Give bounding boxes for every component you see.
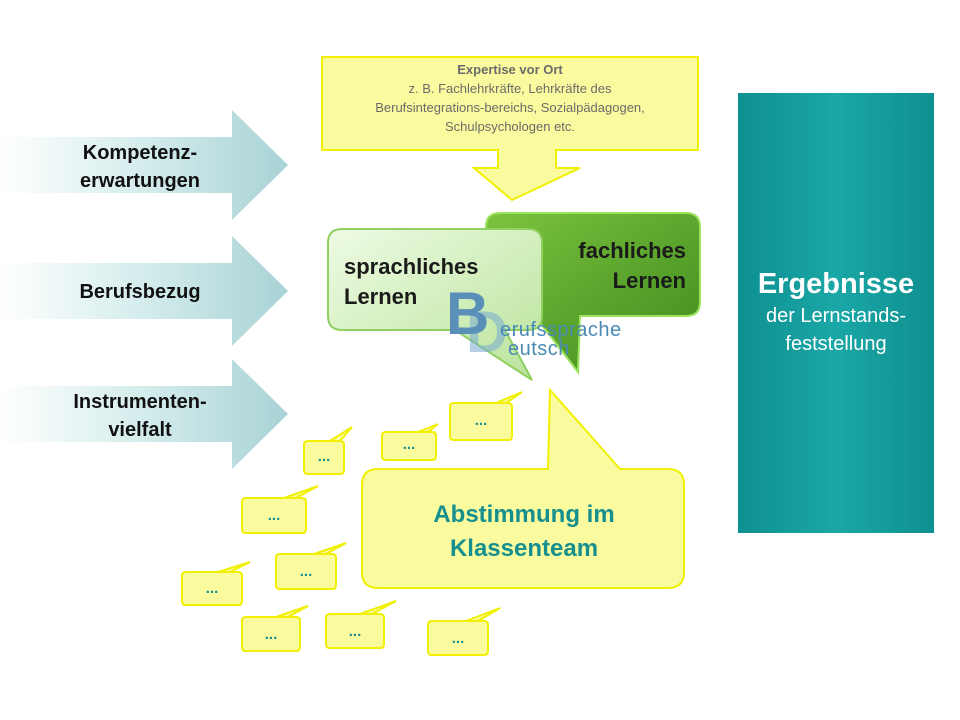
small-bubble-5 (275, 542, 347, 590)
arrow-instrumentenvielfalt (0, 359, 288, 469)
bubble-sprachliches-lernen (327, 228, 543, 381)
result-subtitle: der Lernstands- feststellung (765, 305, 907, 355)
arrow-berufsbezug (0, 236, 288, 346)
small-bubble-9 (427, 607, 501, 656)
small-bubble-dots-9: ... (451, 630, 465, 647)
arrow-kompetenzerwartungen (0, 110, 288, 220)
small-bubble-dots-4: ... (267, 507, 281, 524)
small-bubble-1 (449, 391, 523, 441)
small-bubble-6 (181, 561, 251, 606)
fachliches-lernen-text: fachliches Lernen (578, 238, 686, 293)
small-bubble-4 (241, 485, 319, 534)
label-instrumentenvielfalt: Instrumenten- vielfalt (73, 391, 207, 441)
small-bubble-dots-2: ... (402, 436, 416, 453)
small-bubble-dots-7: ... (264, 626, 278, 643)
expertise-line-1: z. B. Fachlehrkräfte, Lehrkräfte des (408, 81, 612, 96)
expertise-callout (321, 56, 699, 202)
label-berufsbezug: Berufsbezug (79, 281, 201, 303)
small-bubble-3 (303, 426, 353, 475)
small-bubbles (181, 391, 523, 656)
label-kompetenzerwartungen: Kompetenz- erwartungen (79, 142, 201, 192)
expertise-line-2: Berufsintegrations-bereichs, Sozialpädag… (375, 100, 645, 115)
expertise-heading: Expertise vor Ort (457, 62, 563, 77)
small-bubble-dots-6: ... (205, 580, 219, 597)
bubble-abstimmung (361, 387, 685, 589)
logo-word-2: eutsch (508, 338, 570, 360)
small-bubble-2 (381, 423, 439, 461)
sprachliches-lernen-text: sprachliches Lernen (344, 254, 479, 309)
expertise-line-3: Schulpsychologen etc. (444, 119, 576, 134)
result-text: Ergebnisse der Lernstands- feststellung (738, 266, 934, 358)
logo-letter-d: D (466, 300, 508, 365)
result-title: Ergebnisse (757, 268, 915, 300)
logo-letter-b: B (446, 280, 490, 347)
small-bubble-dots-1: ... (474, 412, 488, 429)
result-box (738, 93, 934, 533)
logo-word-1: erufssprache (500, 319, 622, 341)
small-bubble-dots-3: ... (317, 448, 331, 465)
small-bubble-7 (241, 605, 309, 652)
small-bubble-dots-8: ... (348, 623, 362, 640)
abstimmung-text: Abstimmung im Klassenteam (433, 501, 615, 562)
small-bubble-dots-5: ... (299, 563, 313, 580)
small-bubble-8 (325, 600, 397, 649)
expertise-text: Expertise vor Ort z. B. Fachlehrkräfte, … (322, 60, 698, 136)
